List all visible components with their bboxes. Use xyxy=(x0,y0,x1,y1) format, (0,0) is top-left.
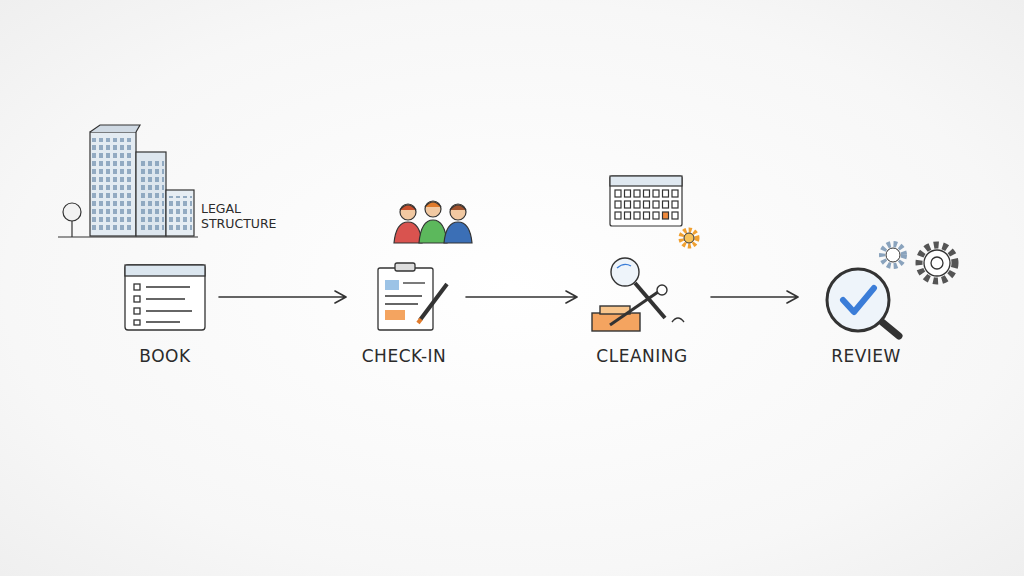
step-label: CLEANING xyxy=(579,346,705,366)
step-label: CHECK-IN xyxy=(348,346,460,366)
step-label: BOOK xyxy=(117,346,213,366)
building-icon xyxy=(58,125,198,237)
clipboard-icon xyxy=(378,263,447,330)
people-icon xyxy=(394,201,472,243)
calendar-icon xyxy=(610,176,682,226)
step-label: REVIEW xyxy=(800,346,932,366)
flow-arrow xyxy=(466,291,577,303)
step-node: CLEANING xyxy=(579,250,705,366)
step-node: BOOK xyxy=(117,258,213,366)
flow-arrow xyxy=(711,291,798,303)
gear-icon xyxy=(681,230,697,246)
step-node: REVIEW xyxy=(800,258,932,366)
step-node: CHECK-IN xyxy=(348,258,460,366)
caption-label: LEGAL STRUCTURE xyxy=(201,201,291,231)
review-magnifier-icon xyxy=(827,244,955,336)
booking-form-icon xyxy=(125,265,205,330)
flow-arrow xyxy=(219,291,346,303)
cleaning-tools-icon xyxy=(592,258,684,331)
